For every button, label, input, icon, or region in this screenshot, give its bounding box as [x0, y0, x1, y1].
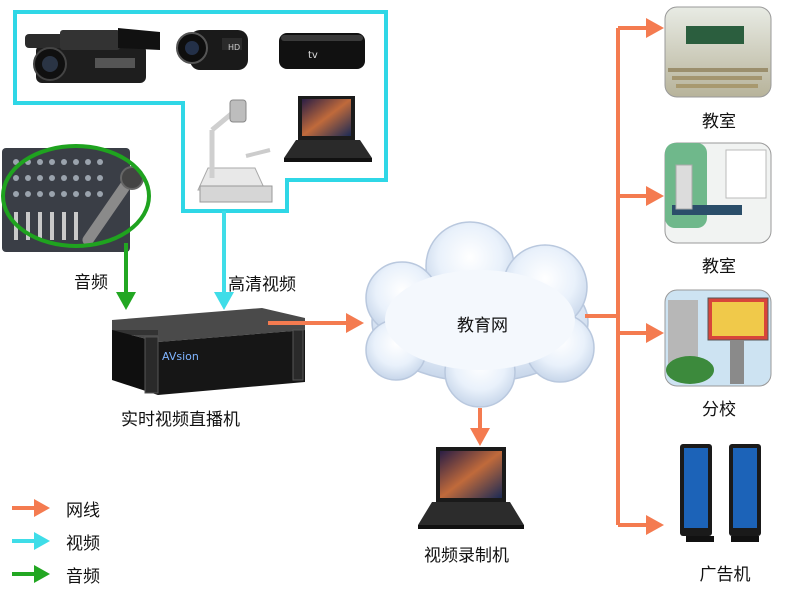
hd-camcorder-icon: HD [176, 30, 248, 70]
classroom-1-label: 教室 [702, 112, 736, 132]
apple-tv-icon: tv [279, 33, 365, 69]
audio-arrow [116, 243, 136, 310]
video-source-border [13, 10, 388, 213]
encoder-icon: AVsion [112, 308, 305, 395]
cyan-arrow-icon [12, 532, 50, 550]
branch-school-icon [664, 289, 772, 387]
legend-label: 音频 [66, 566, 100, 587]
hd-video-label: 高清视频 [228, 275, 296, 295]
video-camera-icon [25, 28, 160, 83]
network-to-recorder-arrow [470, 408, 490, 446]
svg-text:tv: tv [308, 50, 318, 61]
distribution-arrowheads [646, 18, 664, 535]
document-camera-icon [197, 99, 273, 203]
recorder-label: 视频录制机 [424, 546, 509, 566]
classroom-icon [664, 142, 772, 244]
audio-highlight-circle [1, 144, 151, 248]
video-arrow [214, 211, 234, 310]
legend-label: 网线 [66, 500, 100, 521]
svg-text:HD: HD [228, 43, 240, 52]
legend-item-video: 视频 [10, 527, 100, 555]
classroom-2-label: 教室 [702, 257, 736, 277]
legend-item-network: 网线 [10, 494, 100, 522]
ad-kiosk-icon [680, 444, 761, 542]
cloud-icon [365, 221, 595, 408]
legend-label: 视频 [66, 533, 100, 554]
ad-machine-label: 广告机 [699, 565, 751, 585]
network-label: 教育网 [457, 316, 508, 336]
orange-arrow-icon [12, 499, 50, 517]
recorder-laptop-icon [418, 447, 524, 529]
green-arrow-icon [12, 565, 50, 583]
legend-item-audio: 音频 [10, 560, 100, 588]
encoder-label: 实时视频直播机 [121, 410, 240, 430]
encoder-to-network-arrow [268, 313, 364, 333]
laptop-icon [284, 96, 372, 162]
distribution-lines [585, 26, 650, 527]
branch-label: 分校 [702, 400, 736, 420]
classroom-icon [664, 6, 772, 98]
encoder-brand-text: AVsion [162, 350, 199, 363]
audio-label: 音频 [74, 273, 108, 293]
